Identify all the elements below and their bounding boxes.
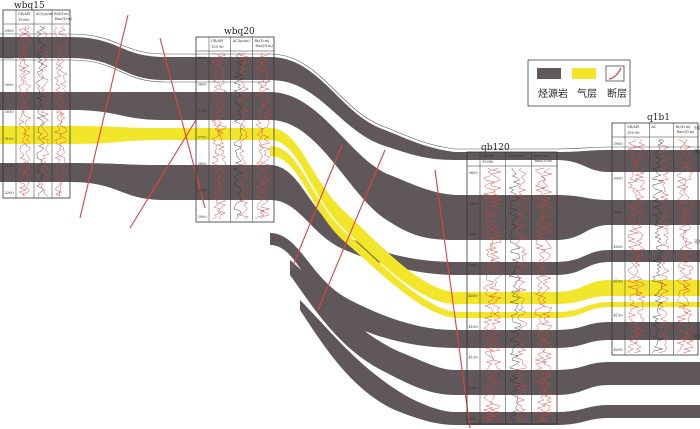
- track-header-label: AC/(μs/m): [507, 154, 526, 158]
- depth-label: 3100: [5, 137, 15, 141]
- track-header-label: GR/API: [18, 12, 31, 16]
- scale-label: 150 90: [627, 131, 640, 135]
- scale-label: 15000: [18, 18, 30, 22]
- depth-label: 2950: [5, 56, 15, 60]
- track-header-label: Rxo/(Ω·m): [677, 130, 695, 134]
- depth-label: 3800: [198, 162, 208, 166]
- scale-label: 150 90: [211, 45, 224, 49]
- depth-label: 4250: [469, 417, 479, 421]
- depth-label: 3700: [198, 109, 208, 113]
- track-header-label: Rxo/(Ω·m): [535, 159, 553, 163]
- depth-label: 3850: [469, 171, 479, 175]
- well-name: qb120: [481, 143, 510, 153]
- depth-label: 3900: [198, 215, 208, 219]
- legend-label-source-rock: 烃源岩: [538, 87, 568, 100]
- depth-label: 4100: [469, 325, 479, 329]
- track-header-label: AC: [650, 125, 656, 129]
- track-header-label: Rxo/(Ω·m): [255, 44, 273, 48]
- depth-label: 3950: [469, 233, 479, 237]
- well-name: wbq15: [14, 1, 45, 11]
- track-header-label: Rxo/(Ω·m): [55, 17, 73, 21]
- depth-label: 4100: [614, 279, 624, 283]
- depth-label: 2900: [5, 29, 15, 33]
- depth-label: 3900: [469, 202, 479, 206]
- scale-label: 15090: [482, 160, 494, 164]
- legend-swatch-gas-layer: [572, 68, 596, 79]
- depth-label: 3600: [198, 56, 208, 60]
- depth-label: 3150: [5, 164, 15, 168]
- well-name: q1b1: [647, 113, 670, 123]
- depth-label: 4150: [469, 356, 479, 360]
- legend-swatch-source-rock: [537, 68, 561, 79]
- track-header-label: Rt/(Ω·m): [533, 154, 548, 158]
- depth-label: 4200: [469, 386, 479, 390]
- depth-label: 4050: [469, 294, 479, 298]
- depth-label: 3650: [198, 83, 208, 87]
- depth-label: 3750: [198, 136, 208, 140]
- well-name: wbq20: [224, 27, 255, 37]
- stratigraphy-label: 莲花段: [694, 148, 700, 155]
- track-header-label: Rt/(Ω·m): [54, 12, 69, 16]
- depth-label: 3850: [198, 189, 208, 193]
- track-header-label: Rt/(Ω·m): [254, 39, 269, 43]
- stratigraphy-label: 湖西段: [694, 333, 700, 340]
- depth-label: 4000: [469, 263, 479, 267]
- depth-label: 3200: [5, 191, 15, 195]
- track-header-label: GR/API: [211, 39, 224, 43]
- depth-label: 3950: [614, 176, 624, 180]
- track-header-label: AC/(μs/m): [35, 12, 54, 16]
- depth-label: 4200: [614, 348, 624, 352]
- depth-label: 3000: [5, 83, 15, 87]
- depth-label: 4150: [614, 314, 624, 318]
- stratigraphy-label: 分层: [694, 124, 700, 131]
- track-header-label: Rt/(Ω·m): [676, 125, 691, 129]
- track-header-label: AC/(μs/m): [232, 39, 251, 43]
- depth-label: 4050: [614, 245, 624, 249]
- stratigraphy-label: 河东段: [694, 238, 700, 245]
- depth-label: 4000: [614, 211, 624, 215]
- track-header-label: GR/API: [627, 125, 640, 129]
- depth-label: 3900: [614, 142, 624, 146]
- legend-label-fault: 断层: [607, 87, 627, 100]
- depth-label: 3050: [5, 110, 15, 114]
- legend-label-gas-layer: 气层: [577, 87, 597, 100]
- track-header-label: GR/API: [482, 154, 495, 158]
- legend: 烃源岩 气层 断层: [528, 60, 630, 106]
